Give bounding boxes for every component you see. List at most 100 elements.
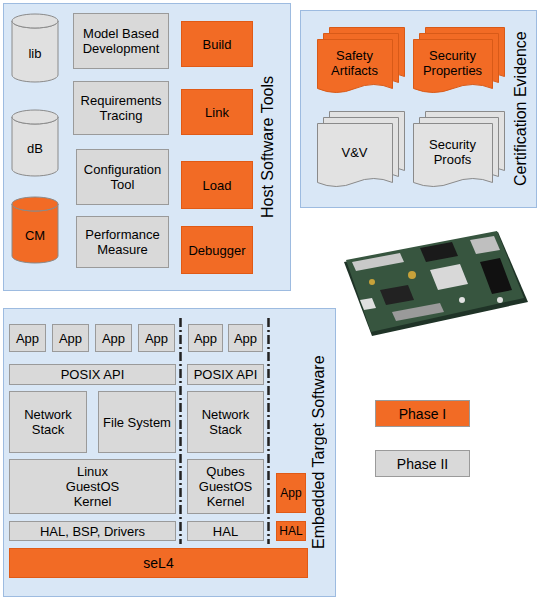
node-label-area: POSIX API	[10, 365, 175, 384]
hal-box: HAL, BSP, Drivers	[9, 521, 176, 541]
node-label: Configuration Tool	[80, 162, 165, 192]
partition-lines	[181, 318, 269, 544]
cylinder-body	[12, 117, 58, 176]
board-photo	[344, 231, 528, 336]
node-label-area: Requirements Tracing	[74, 82, 168, 134]
service-box: Network Stack	[187, 391, 264, 453]
node-label-area: Build	[182, 22, 252, 66]
component	[497, 297, 503, 303]
chip	[430, 264, 468, 290]
node-label: Link	[205, 105, 229, 120]
node-label-area: Security Proofs	[413, 111, 505, 189]
kernel-box: Linux GuestOS Kernel	[9, 459, 176, 514]
app-box: App	[228, 324, 263, 352]
node-label-area: V&V	[317, 111, 405, 189]
hal-box: HAL	[187, 521, 264, 541]
port	[470, 236, 500, 254]
legend-label: Phase I	[399, 406, 446, 422]
tool-box: Debugger	[181, 226, 253, 274]
node-label: dB	[27, 141, 43, 156]
node-label: Model Based Development	[77, 26, 165, 56]
node-label-area: App	[277, 474, 305, 512]
kernel-bar: seL4	[9, 548, 308, 578]
node-label: Network Stack	[191, 407, 260, 437]
cylinder-body	[12, 204, 58, 263]
service-box: Network Stack	[9, 391, 87, 453]
node-label-area: Network Stack	[10, 392, 86, 452]
node-label: Performance Measure	[80, 227, 165, 257]
node-label: Network Stack	[13, 407, 83, 437]
document-page	[414, 40, 493, 93]
node-label-area: Link	[182, 90, 252, 134]
node-label: Security Properties	[413, 48, 492, 78]
evidence-panel: Certification EvidenceSafety ArtifactsSe…	[300, 10, 537, 208]
node-label-area: App	[53, 325, 88, 351]
hal-box: HAL	[276, 521, 306, 541]
node-label: Safety Artifacts	[317, 48, 392, 78]
document-page	[318, 124, 393, 187]
node-label: HAL	[213, 524, 238, 539]
node-label: HAL, BSP, Drivers	[40, 524, 145, 539]
tool-box: Configuration Tool	[76, 149, 169, 205]
node-label: Requirements Tracing	[77, 93, 165, 123]
tool-box: Load	[181, 161, 253, 209]
node-label: Load	[203, 178, 232, 193]
chip	[380, 285, 414, 305]
cm-store: CM	[11, 196, 59, 264]
node-label-area: dB	[11, 109, 59, 177]
node-label-area: App	[139, 325, 174, 351]
node-label-area: seL4	[10, 549, 307, 577]
node-label-area: Qubes GuestOS Kernel	[188, 460, 263, 513]
node-label-area: Linux GuestOS Kernel	[10, 460, 175, 513]
document-page	[414, 124, 493, 187]
tool-box: Build	[181, 21, 253, 67]
node-label: lib	[28, 46, 41, 61]
document-stack: Safety Artifacts	[317, 27, 405, 95]
panel-heading: Host Software Tools	[258, 4, 278, 290]
document-stack: Security Properties	[413, 27, 505, 95]
app-box: App	[52, 324, 89, 352]
partition-line	[179, 318, 182, 544]
node-label-area: App	[96, 325, 131, 351]
kernel-box: Qubes GuestOS Kernel	[187, 459, 264, 514]
node-label-area: Safety Artifacts	[317, 27, 405, 95]
tool-box: Performance Measure	[76, 216, 169, 268]
node-label-area: Performance Measure	[77, 217, 168, 267]
tool-box: Model Based Development	[73, 13, 169, 69]
app-box: App	[188, 324, 223, 352]
cylinder-top	[12, 197, 58, 211]
component	[408, 271, 416, 279]
library-store: lib	[11, 13, 59, 83]
node-label: App	[194, 331, 217, 346]
node-label: V&V	[341, 145, 367, 160]
legend-label: Phase II	[397, 456, 448, 472]
component	[459, 297, 465, 303]
node-label: Security Proofs	[413, 137, 492, 167]
node-label: App	[16, 331, 39, 346]
node-label-area: App	[10, 325, 45, 351]
connector-block	[352, 253, 404, 271]
node-label-area: Configuration Tool	[77, 150, 168, 204]
node-label-area: HAL, BSP, Drivers	[10, 522, 175, 540]
node-label-area: Load	[182, 162, 252, 208]
header-strip	[480, 258, 512, 294]
node-label: seL4	[143, 556, 173, 571]
node-label: File System	[103, 415, 171, 430]
panel-heading: Certification Evidence	[511, 11, 531, 207]
api-box: POSIX API	[9, 364, 176, 385]
app-box: App	[276, 473, 306, 513]
node-label: Debugger	[188, 243, 245, 258]
node-label: POSIX API	[194, 367, 258, 382]
switch	[360, 298, 376, 310]
node-label-area: App	[189, 325, 222, 351]
node-label-area: File System	[99, 392, 175, 452]
node-label-area: HAL	[277, 522, 305, 540]
pcb	[346, 231, 524, 332]
node-label: Qubes GuestOS Kernel	[191, 464, 260, 509]
target-panel: Embedded Target SoftwareAppAppAppAppAppA…	[3, 308, 336, 597]
cylinder-top	[12, 14, 58, 28]
app-box: App	[9, 324, 46, 352]
node-label-area: POSIX API	[188, 365, 263, 384]
